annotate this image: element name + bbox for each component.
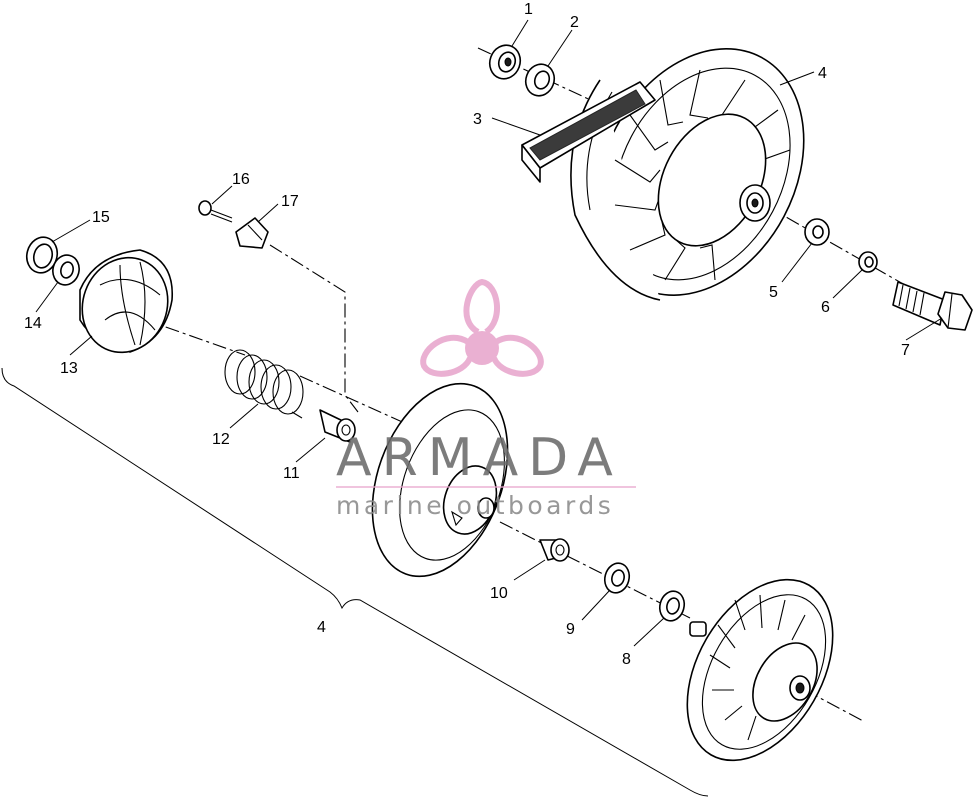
part-2-washer <box>524 63 556 97</box>
callout-6: 6 <box>821 299 830 316</box>
callout-12: 12 <box>212 431 230 448</box>
part-1-bearing <box>488 44 522 80</box>
part-13-cam-spider <box>79 249 173 354</box>
part-15-snap-ring <box>25 236 59 274</box>
callout-15: 15 <box>92 209 110 226</box>
part-8-washer <box>658 590 686 622</box>
callout-16: 16 <box>232 171 250 188</box>
callout-7: 7 <box>901 342 910 359</box>
part-7-bolt <box>892 281 973 331</box>
callout-8: 8 <box>622 651 631 668</box>
part-6-lock-washer <box>858 251 878 273</box>
part-10-bushing <box>539 538 570 562</box>
part-4-movable-sheave <box>371 382 509 578</box>
callout-9: 9 <box>566 621 575 638</box>
part-16-pin <box>198 200 233 223</box>
part-4-fixed-sheave <box>686 578 834 762</box>
part-17-button <box>235 217 269 249</box>
center-axes <box>94 47 906 723</box>
propeller-icon <box>420 279 544 377</box>
part-14-washer <box>52 254 80 286</box>
callout-5: 5 <box>769 284 778 301</box>
callout-11: 11 <box>283 465 300 482</box>
callout-2: 2 <box>570 14 579 31</box>
watermark-title: ARMADA <box>336 428 623 488</box>
callout-3: 3 <box>473 111 482 128</box>
assembly-bracket <box>1 367 709 797</box>
part-11-bushing <box>319 409 356 443</box>
callout-labels: 1 2 3 4 5 6 7 8 9 10 11 12 13 14 15 16 1… <box>24 1 910 668</box>
callout-17: 17 <box>281 193 299 210</box>
watermark-subtitle: marine outboards <box>336 491 614 520</box>
part-4-drive-sheave-fan <box>570 48 805 301</box>
callout-10: 10 <box>490 585 508 602</box>
callout-4-top: 4 <box>818 65 827 82</box>
part-3-spline-shaft <box>521 81 656 183</box>
callout-4-assembly: 4 <box>317 619 326 636</box>
leader-lines <box>35 19 943 647</box>
part-12-spring <box>224 349 304 419</box>
callout-1: 1 <box>524 1 533 18</box>
part-5-washer <box>804 218 830 246</box>
part-9-washer <box>603 562 631 594</box>
watermark: ARMADA marine outboards <box>336 279 636 520</box>
callout-14: 14 <box>24 315 42 332</box>
callout-13: 13 <box>60 360 78 377</box>
